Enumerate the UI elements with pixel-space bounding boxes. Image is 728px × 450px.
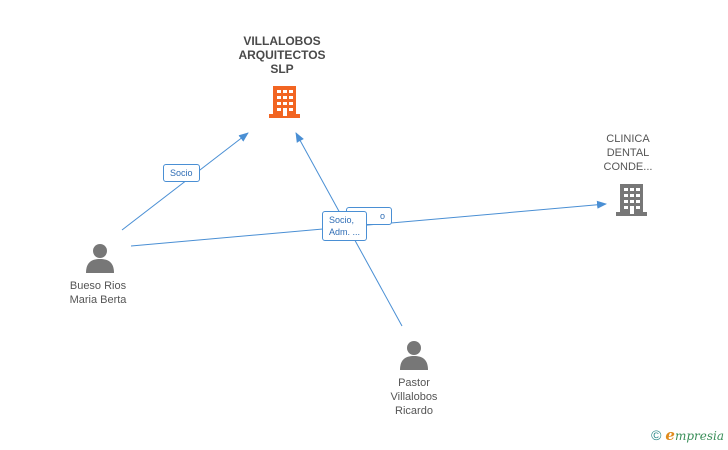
person-icon[interactable]: [86, 244, 114, 273]
person-label-bueso[interactable]: Bueso Rios Maria Berta: [69, 280, 127, 306]
brand-watermark: © empresia: [651, 426, 724, 444]
edge-label-socio: Socio: [163, 164, 200, 182]
building-icon[interactable]: [616, 184, 647, 216]
empresia-logo: empresia: [665, 426, 724, 444]
company-label-clinica[interactable]: CLINICA DENTAL CONDE...: [603, 133, 653, 173]
copyright-symbol: ©: [651, 427, 662, 443]
building-icon[interactable]: [269, 86, 300, 118]
person-label-pastor[interactable]: Pastor Villalobos Ricardo: [390, 377, 438, 417]
person-icon[interactable]: [400, 341, 428, 370]
edge-bueso-to-clinica: [130, 200, 607, 247]
edge-label-socio-adm: Socio, Adm. ...: [322, 211, 368, 241]
company-label-villalobos[interactable]: VILLALOBOS ARQUITECTOS SLP: [238, 34, 326, 76]
